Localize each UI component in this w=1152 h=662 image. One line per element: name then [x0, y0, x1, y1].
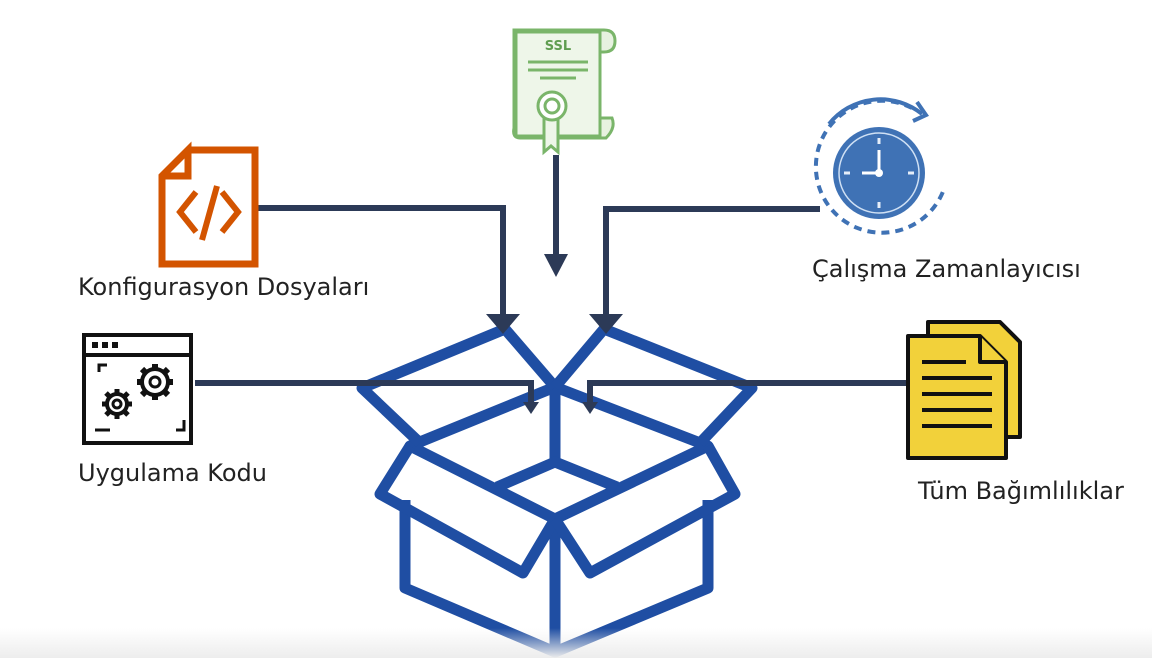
config-files-label: Konfigurasyon Dosyaları: [78, 273, 370, 301]
arrow-runtime-line: [603, 206, 820, 316]
runtime-label: Çalışma Zamanlayıcısı: [812, 255, 1081, 283]
clock-icon: [813, 97, 946, 235]
arrow-runtime-head: [589, 314, 623, 334]
arrow-deps-line: [587, 380, 910, 404]
arrow-app-head: [523, 402, 539, 414]
box-inner-bottom: [494, 456, 620, 493]
arrow-deps-head: [582, 402, 598, 414]
dependencies-label: Tüm Bağımlılıklar: [918, 477, 1124, 505]
ssl-certificate-icon: SSL: [512, 28, 617, 156]
box-flap-front-right: [550, 443, 741, 579]
code-file-icon: [158, 141, 259, 268]
arrow-app-line: [195, 380, 534, 404]
arrows: [195, 155, 910, 404]
box-flap-back-left: [356, 323, 560, 447]
arrowheads: [486, 254, 623, 414]
arrow-ssl-head: [544, 254, 568, 277]
box-flap-front-left: [374, 443, 560, 579]
ssl-text: SSL: [545, 39, 571, 54]
arrow-config-head: [486, 314, 520, 334]
bottom-fade: [0, 628, 1152, 658]
documents-icon: [906, 320, 1022, 460]
app-code-label: Uygulama Kodu: [78, 459, 267, 487]
window-gears-icon: [82, 333, 193, 445]
arrow-config-line: [258, 205, 506, 316]
open-box: [356, 323, 758, 658]
box-flap-back-right: [550, 323, 758, 447]
